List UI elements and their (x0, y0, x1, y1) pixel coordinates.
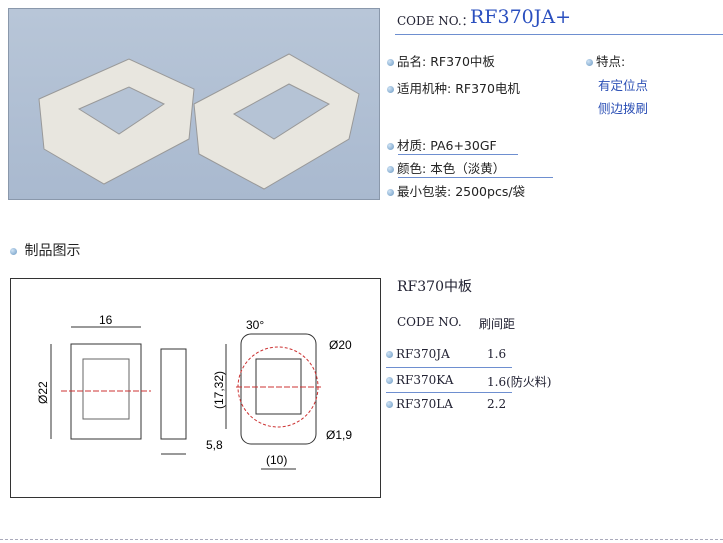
table-header-spacing: 刷间距 (479, 317, 516, 331)
dim-circle: Ø20 (329, 338, 352, 352)
top-view-outline (240, 333, 317, 445)
profile-view-outline (160, 348, 187, 440)
code-label: CODE NO.： (397, 14, 474, 28)
product-photo (8, 8, 380, 200)
bullet-icon (387, 59, 394, 66)
spec-color: 颜色: 本色（淡黄） (387, 158, 505, 177)
divider (398, 177, 553, 178)
section-title: 制品图示 (10, 240, 80, 260)
bullet-icon (386, 401, 393, 408)
spec-model: 适用机种: RF370电机 (387, 78, 520, 97)
divider (386, 392, 512, 393)
bullet-icon (586, 59, 593, 66)
product-render (38, 53, 360, 190)
dim-angle: 30° (246, 318, 264, 332)
divider (398, 154, 518, 155)
feature-item: 侧边拨刷 (598, 101, 649, 116)
table-title: RF370中板 (397, 279, 472, 295)
feature-item: 有定位点 (598, 78, 649, 93)
bullet-icon (10, 247, 17, 255)
spec-name: 品名: RF370中板 (387, 51, 495, 70)
bullet-icon (387, 189, 394, 196)
spec-packaging: 最小包装: 2500pcs/袋 (387, 181, 525, 200)
dim-thickness: 5,8 (206, 438, 223, 452)
spec-material: 材质: PA6+30GF (387, 135, 497, 154)
technical-drawing: 16 Ø22 5,8 30° Ø20 (17,32) (10) Ø1,9 (10, 278, 381, 498)
divider (386, 367, 512, 368)
dim-width: 16 (99, 313, 113, 327)
bullet-icon (387, 86, 394, 93)
bullet-icon (386, 377, 393, 384)
bullet-icon (387, 166, 394, 173)
dim-spacing: (10) (266, 453, 287, 467)
features-label: 特点: (586, 51, 625, 70)
bullet-icon (386, 351, 393, 358)
dim-hole: Ø1,9 (326, 428, 352, 442)
footer-divider (0, 539, 723, 540)
dim-height: (17,32) (212, 371, 226, 409)
dim-diameter: Ø22 (36, 381, 50, 404)
code-value: RF370JA+ (470, 6, 572, 28)
table-header-code: CODE NO. (397, 315, 462, 329)
bullet-icon (387, 143, 394, 150)
divider (395, 34, 723, 35)
